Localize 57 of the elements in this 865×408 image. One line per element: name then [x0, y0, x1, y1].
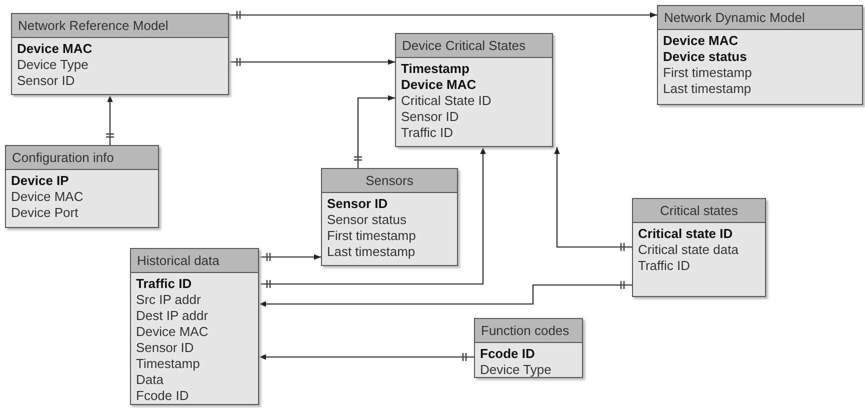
entity-table	[5, 145, 159, 228]
relationship-arrow	[554, 146, 633, 252]
table-title: Sensors	[322, 169, 457, 193]
field-name: Last timestamp	[327, 244, 416, 260]
entity-table	[657, 5, 863, 105]
field-name: Fcode ID	[136, 388, 190, 404]
entity-table	[130, 248, 259, 405]
field-name: Device Port	[11, 205, 80, 221]
relationship-arrow	[228, 57, 396, 67]
field-name: Device MAC	[663, 33, 740, 49]
field-name: Critical state ID	[638, 226, 734, 242]
table-title: Function codes	[475, 319, 582, 343]
field-name: Sensor ID	[401, 109, 460, 125]
field-name: Device MAC	[136, 324, 210, 340]
table-title: Critical states	[633, 199, 765, 223]
entity-table	[321, 168, 458, 266]
relationship-arrow	[258, 146, 486, 289]
entity-table	[11, 13, 229, 95]
relationship-arrow	[258, 280, 633, 307]
table-title: Historical data	[131, 249, 258, 273]
relationship-arrow	[105, 94, 115, 146]
field-name: Data	[136, 372, 164, 388]
field-name: Critical State ID	[401, 93, 492, 109]
field-name: Timestamp	[401, 61, 470, 77]
relationship-arrow	[228, 10, 658, 20]
relationship-arrow	[258, 252, 322, 262]
field-name: Device status	[663, 49, 748, 65]
field-name: Sensor status	[327, 212, 408, 228]
relationship-arrow	[258, 352, 475, 362]
table-title: Network Reference Model	[12, 14, 228, 38]
field-name: Device Type	[17, 57, 90, 73]
entity-table	[395, 33, 553, 147]
field-name: Critical state data	[638, 242, 740, 258]
field-name: Timestamp	[136, 356, 201, 372]
field-name: Dest IP addr	[136, 308, 210, 324]
entity-table	[474, 318, 583, 378]
field-name: Sensor ID	[17, 73, 76, 89]
field-name: Device MAC	[11, 189, 84, 205]
relationship-arrow	[353, 95, 396, 169]
field-name: Src IP addr	[136, 292, 202, 308]
field-name: Device MAC	[17, 41, 94, 57]
field-name: First timestamp	[663, 65, 753, 81]
field-name: Sensor ID	[327, 196, 389, 212]
field-name: Last timestamp	[663, 81, 752, 97]
field-name: Traffic ID	[136, 276, 193, 292]
table-title: Device Critical States	[396, 34, 552, 58]
table-title: Network Dynamic Model	[658, 6, 862, 30]
field-name: Fcode ID	[480, 346, 536, 362]
entity-table	[632, 198, 766, 297]
field-name: Sensor ID	[136, 340, 195, 356]
table-title: Configuration info	[6, 146, 158, 170]
field-name: First timestamp	[327, 228, 417, 244]
field-name: Device IP	[11, 173, 70, 189]
field-name: Traffic ID	[638, 258, 692, 274]
field-name: Device MAC	[401, 77, 478, 93]
field-name: Traffic ID	[401, 125, 454, 141]
field-name: Device Type	[480, 362, 552, 378]
